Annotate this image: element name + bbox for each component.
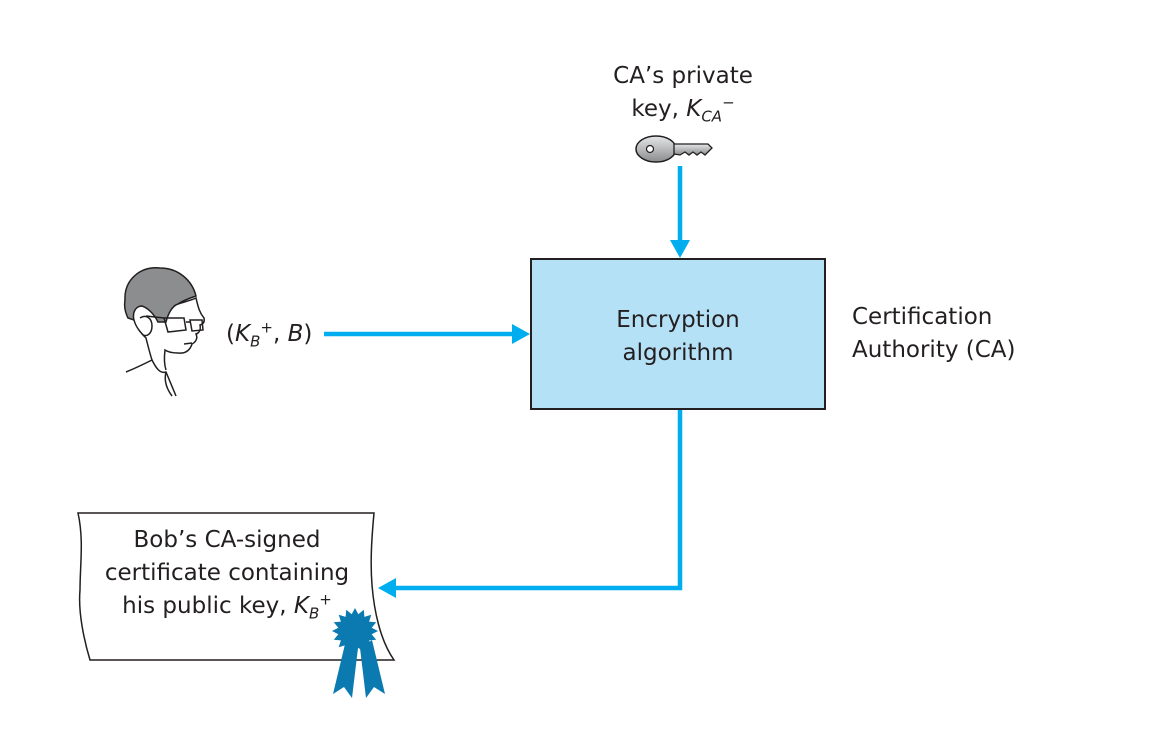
certification-authority-label: Certification Authority (CA) [852, 301, 1016, 367]
ca-key-line1: CA’s private [613, 63, 753, 89]
certificate-key-subscript: B [308, 604, 320, 623]
ca-label-line1: Certification [852, 304, 993, 330]
bob-key-pair-label: (KB+, B) [226, 318, 312, 351]
arrow-box-to-certificate [378, 410, 683, 598]
encryption-box-label: Encryption algorithm [532, 304, 824, 370]
ca-key-superscript: − [722, 93, 735, 112]
seal-ribbon-icon [332, 608, 385, 698]
bob-key-symbol: K [234, 321, 251, 347]
ca-label-line2: Authority (CA) [852, 337, 1016, 363]
certificate-key-superscript: + [319, 590, 332, 609]
arrow-bob-to-box [324, 324, 530, 344]
bob-key-superscript: + [260, 318, 273, 337]
ca-key-symbol: K [686, 96, 702, 122]
certificate-line3-prefix: his public key, [122, 593, 294, 619]
bob-key-subscript: B [250, 332, 261, 351]
certificate-line3: his public key, KB+ [82, 590, 372, 623]
bob-close-paren: ) [303, 321, 313, 347]
certificate-document [77, 512, 396, 661]
encryption-line1: Encryption [616, 307, 740, 333]
certificate-key-symbol: K [293, 593, 309, 619]
key-icon [635, 135, 713, 163]
bob-separator: , [272, 321, 288, 347]
ca-key-subscript: CA [701, 107, 723, 126]
certificate-line2: certificate containing [104, 560, 350, 586]
certificate-label: Bob’s CA-signed certificate containing h… [82, 524, 372, 623]
encryption-algorithm-box: Encryption algorithm [530, 258, 826, 410]
ca-key-line2-prefix: key, [631, 96, 687, 122]
encryption-line2: algorithm [622, 340, 734, 366]
bob-open-paren: ( [226, 321, 235, 347]
bob-name: B [287, 321, 304, 347]
person-icon [123, 267, 205, 397]
ca-private-key-label: CA’s private key, KCA− [578, 60, 788, 126]
arrow-key-to-box [670, 166, 690, 258]
certificate-line1: Bob’s CA-signed [133, 527, 321, 553]
